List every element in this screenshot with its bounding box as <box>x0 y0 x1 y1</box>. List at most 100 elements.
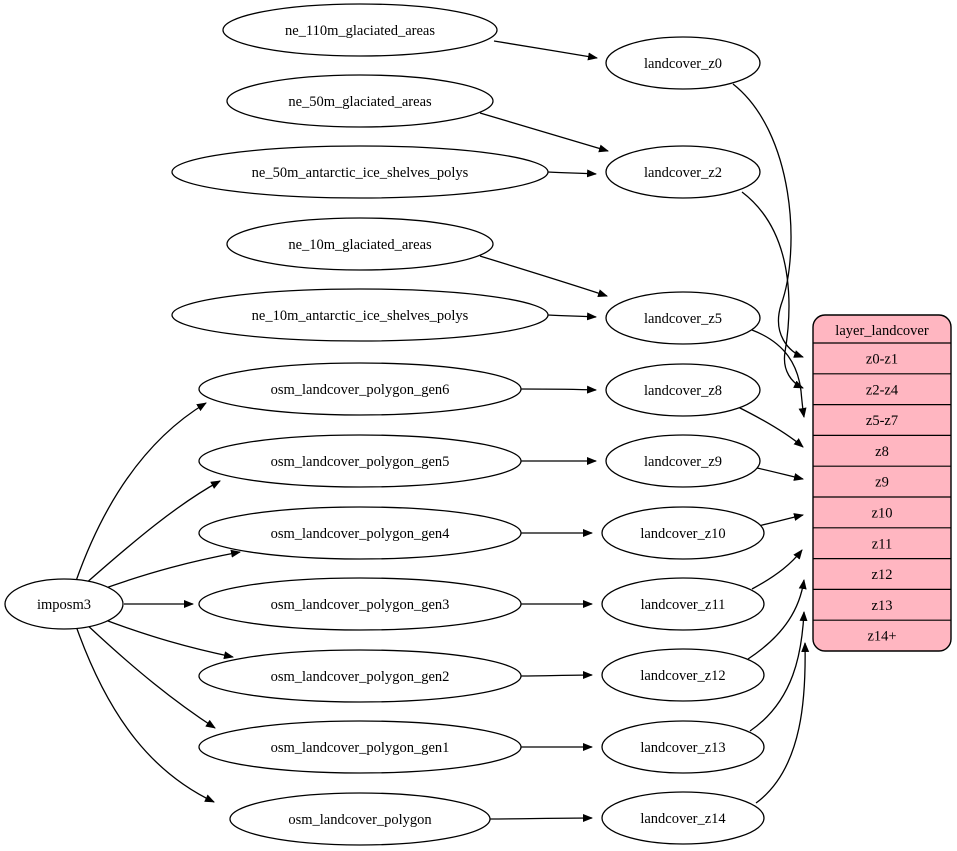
node-osm_landcover_polygon_gen5: osm_landcover_polygon_gen5 <box>198 434 522 488</box>
node-osm_landcover_polygon_gen6: osm_landcover_polygon_gen6 <box>198 362 522 416</box>
edge-landcover_z2--layer_landcover:z2-z4 <box>741 191 804 389</box>
edge-ne_50m_antarctic_ice_shelves_polys--landcover_z2 <box>547 169 597 178</box>
node-ne_10m_glaciated_areas: ne_10m_glaciated_areas <box>226 217 494 271</box>
node-ellipse-ne_50m_glaciated_areas <box>226 74 494 128</box>
edge-ne_110m_glaciated_areas--landcover_z0 <box>493 40 598 61</box>
record-title: layer_landcover <box>835 323 929 339</box>
node-ellipse-osm_landcover_polygon_gen3 <box>198 577 522 631</box>
edge-imposm3--osm_landcover_polygon_gen6 <box>75 402 207 582</box>
edge-landcover_z12--layer_landcover:z12 <box>747 579 807 660</box>
node-ellipse-osm_landcover_polygon_gen1 <box>198 720 522 774</box>
node-ellipse-ne_50m_antarctic_ice_shelves_polys <box>171 145 549 199</box>
node-landcover_z5: landcover_z5 <box>605 291 761 345</box>
edge-layer <box>75 40 810 823</box>
node-ellipse-landcover_z2 <box>605 145 761 199</box>
node-label-osm_landcover_polygon_gen4: osm_landcover_polygon_gen4 <box>271 526 451 542</box>
edge-ne_10m_antarctic_ice_shelves_polys--landcover_z5 <box>547 312 597 321</box>
node-landcover_z2: landcover_z2 <box>605 145 761 199</box>
node-landcover_z0: landcover_z0 <box>605 36 761 90</box>
node-label-ne_10m_glaciated_areas: ne_10m_glaciated_areas <box>288 237 432 253</box>
node-label-ne_50m_glaciated_areas: ne_50m_glaciated_areas <box>288 94 432 110</box>
node-ellipse-landcover_z8 <box>605 363 761 417</box>
record-row-z14+: z14+ <box>867 629 896 645</box>
node-label-landcover_z2: landcover_z2 <box>644 165 722 181</box>
edge-imposm3--osm_landcover_polygon <box>75 625 215 803</box>
node-ellipse-landcover_z10 <box>601 506 765 560</box>
node-label-ne_10m_antarctic_ice_shelves_polys: ne_10m_antarctic_ice_shelves_polys <box>252 308 469 324</box>
node-ellipse-landcover_z5 <box>605 291 761 345</box>
node-label-osm_landcover_polygon: osm_landcover_polygon <box>288 812 432 828</box>
node-label-landcover_z14: landcover_z14 <box>640 811 726 827</box>
record-row-z8: z8 <box>875 444 889 460</box>
record-frame <box>812 314 952 652</box>
record-row-z9: z9 <box>875 475 889 491</box>
node-ne_50m_antarctic_ice_shelves_polys: ne_50m_antarctic_ice_shelves_polys <box>171 145 549 199</box>
node-ne_10m_antarctic_ice_shelves_polys: ne_10m_antarctic_ice_shelves_polys <box>171 288 549 342</box>
node-label-landcover_z8: landcover_z8 <box>644 383 722 399</box>
edge-landcover_z10--layer_landcover:z10 <box>757 513 804 527</box>
edge-landcover_z14--layer_landcover:z14+ <box>755 642 810 804</box>
node-label-osm_landcover_polygon_gen3: osm_landcover_polygon_gen3 <box>271 597 450 613</box>
node-label-osm_landcover_polygon_gen6: osm_landcover_polygon_gen6 <box>271 382 450 398</box>
node-ellipse-landcover_z13 <box>601 720 765 774</box>
node-ellipse-landcover_z11 <box>601 577 765 631</box>
edge-landcover_z13--layer_landcover:z13 <box>749 611 808 732</box>
node-label-osm_landcover_polygon_gen5: osm_landcover_polygon_gen5 <box>271 454 450 470</box>
edge-imposm3--osm_landcover_polygon_gen2 <box>99 617 234 660</box>
node-landcover_z11: landcover_z11 <box>601 577 765 631</box>
node-ellipse-landcover_z14 <box>601 791 765 845</box>
node-landcover_z10: landcover_z10 <box>601 506 765 560</box>
edge-imposm3--osm_landcover_polygon_gen1 <box>83 621 216 729</box>
edge-osm_landcover_polygon--landcover_z14 <box>489 814 593 823</box>
node-label-landcover_z12: landcover_z12 <box>640 668 725 684</box>
node-ellipse-ne_110m_glaciated_areas <box>222 3 498 57</box>
node-landcover_z14: landcover_z14 <box>601 791 765 845</box>
node-landcover_z9: landcover_z9 <box>605 434 761 488</box>
record-row-z5-z7: z5-z7 <box>866 413 898 429</box>
node-osm_landcover_polygon_gen2: osm_landcover_polygon_gen2 <box>198 649 522 703</box>
node-ellipse-osm_landcover_polygon_gen2 <box>198 649 522 703</box>
node-ellipse-osm_landcover_polygon_gen5 <box>198 434 522 488</box>
node-landcover_z12: landcover_z12 <box>601 648 765 702</box>
node-label-osm_landcover_polygon_gen2: osm_landcover_polygon_gen2 <box>271 669 450 685</box>
node-ellipse-landcover_z12 <box>601 648 765 702</box>
edge-imposm3--osm_landcover_polygon_gen4 <box>99 549 241 591</box>
node-osm_landcover_polygon_gen1: osm_landcover_polygon_gen1 <box>198 720 522 774</box>
node-label-imposm3: imposm3 <box>37 597 91 613</box>
node-label-ne_50m_antarctic_ice_shelves_polys: ne_50m_antarctic_ice_shelves_polys <box>252 165 469 181</box>
record-row-z10: z10 <box>872 505 893 521</box>
node-ne_50m_glaciated_areas: ne_50m_glaciated_areas <box>226 74 494 128</box>
node-label-landcover_z10: landcover_z10 <box>640 526 725 542</box>
node-label-landcover_z9: landcover_z9 <box>644 454 722 470</box>
node-ne_110m_glaciated_areas: ne_110m_glaciated_areas <box>222 3 498 57</box>
node-label-osm_landcover_polygon_gen1: osm_landcover_polygon_gen1 <box>271 740 450 756</box>
edge-ne_50m_glaciated_areas--landcover_z2 <box>479 112 609 153</box>
edge-landcover_z9--layer_landcover:z9 <box>756 467 804 481</box>
node-layer: imposm3 ne_110m_glaciated_areas ne_50m_gla… <box>4 3 952 846</box>
node-label-landcover_z11: landcover_z11 <box>641 597 726 613</box>
node-ellipse-ne_10m_antarctic_ice_shelves_polys <box>171 288 549 342</box>
record-row-z0-z1: z0-z1 <box>866 351 898 367</box>
record-layer_landcover: layer_landcover z0-z1 z2-z4 z5-z7 z8 z9 z10 z11… <box>812 314 952 652</box>
edge-landcover_z11--layer_landcover:z11 <box>751 549 803 590</box>
node-imposm3: imposm3 <box>4 578 124 630</box>
record-row-z2-z4: z2-z4 <box>866 382 899 398</box>
edge-landcover_z5--layer_landcover:z5-z7 <box>751 329 807 418</box>
node-ellipse-imposm3 <box>4 578 124 630</box>
edge-landcover_z8--layer_landcover:z8 <box>737 406 804 448</box>
node-osm_landcover_polygon: osm_landcover_polygon <box>229 792 491 846</box>
node-ellipse-osm_landcover_polygon_gen4 <box>198 506 522 560</box>
edge-ne_10m_glaciated_areas--landcover_z5 <box>479 255 608 297</box>
record-row-z11: z11 <box>872 536 892 552</box>
node-ellipse-osm_landcover_polygon <box>229 792 491 846</box>
node-ellipse-osm_landcover_polygon_gen6 <box>198 362 522 416</box>
node-osm_landcover_polygon_gen4: osm_landcover_polygon_gen4 <box>198 506 522 560</box>
node-osm_landcover_polygon_gen3: osm_landcover_polygon_gen3 <box>198 577 522 631</box>
node-landcover_z8: landcover_z8 <box>605 363 761 417</box>
edge-osm_landcover_polygon_gen2--landcover_z12 <box>520 671 593 680</box>
node-ellipse-landcover_z9 <box>605 434 761 488</box>
node-label-landcover_z0: landcover_z0 <box>644 56 722 72</box>
node-label-landcover_z5: landcover_z5 <box>644 311 722 327</box>
